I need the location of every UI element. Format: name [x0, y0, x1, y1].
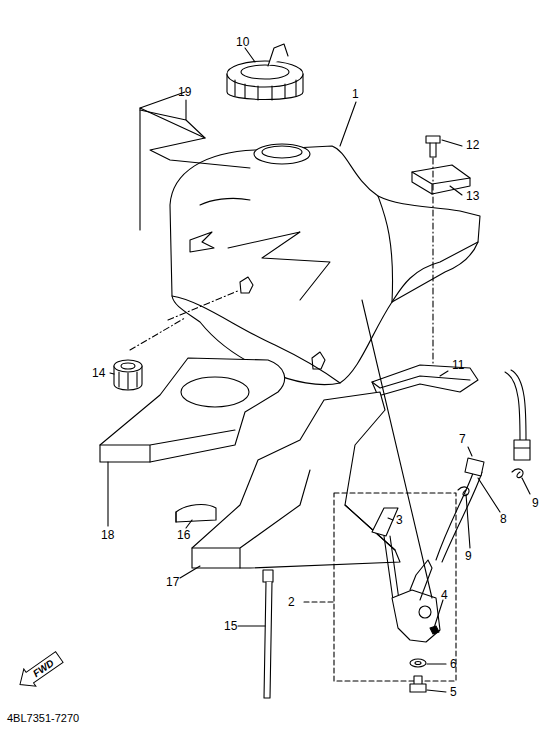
- bracket: [412, 165, 470, 194]
- callout-number: 17: [166, 576, 179, 588]
- callout-number: 7: [459, 433, 466, 445]
- alignment-line: [130, 318, 185, 350]
- breather-hose: [505, 370, 526, 440]
- tank-tab: [240, 277, 253, 293]
- fuel-tank: [170, 146, 480, 385]
- tank-cutout: [190, 232, 214, 252]
- fuel-cock: [392, 590, 440, 642]
- callout-number: 12: [466, 139, 479, 151]
- bolt: [426, 136, 440, 157]
- callout-number: 18: [101, 529, 114, 541]
- direction-arrow: FWD: [15, 649, 65, 691]
- alignment-line: [432, 158, 433, 364]
- callout-number: 5: [450, 686, 457, 698]
- fuel-cock-pipe: [384, 536, 399, 600]
- leader-line: [304, 601, 334, 602]
- foam-pad: [100, 358, 285, 462]
- callout-number: 2: [288, 596, 295, 608]
- filler-neck: [254, 144, 310, 164]
- decal-graphic: [228, 232, 330, 300]
- small-pad: [176, 505, 216, 522]
- callout-number: 19: [178, 86, 191, 98]
- fuel-cock-lever: [419, 606, 431, 618]
- callout-number: 16: [177, 529, 190, 541]
- callout-number: 4: [441, 589, 448, 601]
- callout-number: 15: [224, 620, 237, 632]
- callout-number: 14: [92, 367, 105, 379]
- breather-hose: [514, 440, 530, 460]
- decal-graphic: [200, 198, 250, 205]
- tank-edge: [378, 196, 393, 302]
- grommet: [114, 360, 142, 390]
- arrow-shape: [14, 648, 65, 693]
- alignment-line: [168, 290, 240, 320]
- pad-hole: [181, 377, 249, 407]
- small-pad: [175, 512, 176, 522]
- callout-number: 6: [450, 658, 457, 670]
- foam-pad: [192, 470, 395, 568]
- callout-number: 9: [532, 497, 539, 509]
- callout-number: 13: [466, 190, 479, 202]
- tank-edge: [392, 242, 478, 302]
- washer: [415, 662, 421, 665]
- tank-tab: [312, 352, 325, 369]
- callout-number: 11: [452, 359, 464, 371]
- drain-bolt: [410, 676, 426, 692]
- fuel-cap: [227, 44, 303, 100]
- damper-rubber: [372, 376, 470, 388]
- washer: [410, 659, 426, 667]
- hose-clip: [458, 487, 469, 496]
- cable-tie: [263, 570, 273, 698]
- callout-number: 3: [396, 514, 403, 526]
- fuel-hose: [436, 470, 482, 562]
- foam-pad: [100, 430, 235, 462]
- assembly-box: [334, 493, 456, 681]
- callout-number: 9: [465, 550, 472, 562]
- callout-number: 1: [352, 88, 359, 100]
- decal-graphic: [140, 108, 250, 230]
- callout-number: 8: [500, 513, 507, 525]
- bracket: [412, 172, 470, 194]
- drawing-number: 4BL7351-7270: [7, 713, 79, 724]
- strainer: [372, 508, 398, 536]
- filler-neck: [262, 146, 302, 158]
- hose-fitting: [465, 458, 484, 476]
- callout-number: 10: [236, 36, 249, 48]
- leader-lines: [108, 48, 530, 692]
- hose-clip: [512, 469, 523, 478]
- foam-pad: [192, 392, 400, 568]
- fuel-cock: [410, 560, 432, 600]
